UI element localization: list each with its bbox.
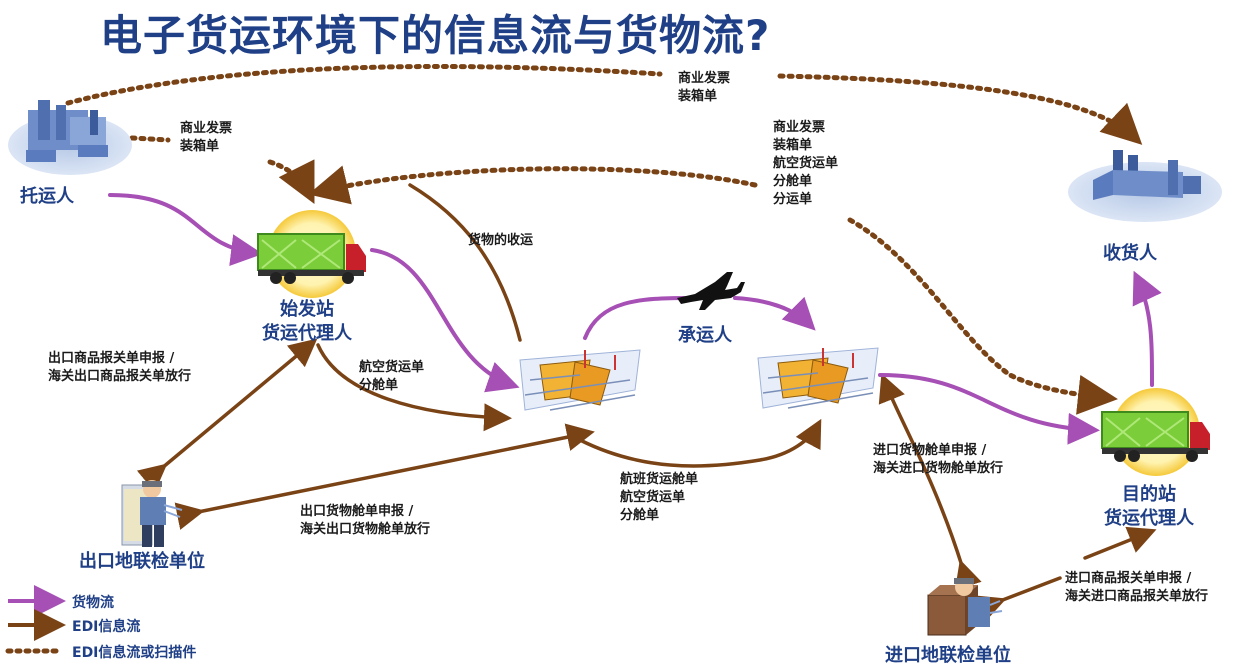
label-export-declare: 出口商品报关单申报 / 海关出口商品报关单放行 [48,350,191,386]
dotted-to-dest [847,217,1118,415]
node-carrier: 承运人 [678,325,732,346]
label-line: 海关出口货物舱单放行 [300,522,431,537]
label-line: 海关进口货物舱单放行 [873,461,1004,476]
legend-edi-scan-flow: EDI信息流或扫描件 [72,645,197,661]
edi-export-to-airport [174,423,595,530]
node-import-inspection: 进口地联检单位 [885,645,1011,666]
edi-origin-to-airport [316,343,512,432]
dotted-carrier-to-origin [308,165,758,205]
label-line: 商业发票 [180,121,233,136]
label-line: 航班货运舱单 [620,472,699,487]
node-export-inspection: 出口地联检单位 [79,551,205,572]
edi-receipt [408,183,522,342]
node-origin-agent-line2: 货运代理人 [262,323,352,344]
goods-airport-to-carrier [583,296,692,340]
label-shipper-docs: 商业发票 装箱单 [180,120,232,156]
edi-import-to-airport [878,373,982,591]
node-dest-agent: 目的站 货运代理人 [1104,483,1194,531]
factory-icon [1068,150,1222,222]
legend-swatches [5,585,66,654]
label-import-cargo-manifest: 进口货物舱单申报 / 海关进口货物舱单放行 [873,442,1003,478]
node-origin-agent-line1: 始发站 [280,299,334,320]
dotted-shipper-to-consignee-tail [777,73,1143,145]
label-carrier-docs: 商业发票 装箱单 航空货运单 分舱单 分运单 [773,119,838,209]
node-shipper: 托运人 [20,186,74,207]
label-flight-manifest: 航班货运舱单 航空货运单 分舱单 [620,471,698,525]
legend-goods-flow: 货物流 [72,595,114,611]
label-awb-manifest: 航空货运单 分舱单 [359,359,424,395]
edi-scan-flow [65,63,1143,415]
node-consignee: 收货人 [1103,243,1157,264]
label-line: 分运单 [773,192,813,207]
airport-icon [519,349,641,411]
label-line: 航空货运单 [773,156,839,171]
goods-flow [108,193,1162,445]
label-import-declare: 进口商品报关单申报 / 海关进口商品报关单放行 [1065,570,1208,606]
goods-airport-to-dest [878,373,1100,445]
inspector-icon [121,480,183,547]
label-line: 分舱单 [620,508,660,523]
edi-dest-link [1083,526,1157,560]
legend-edi-flow: EDI信息流 [72,619,141,635]
inspector-icon [927,578,1003,636]
dotted-shipper-to-consignee [65,63,663,106]
label-line: 装箱单 [180,139,220,154]
label-line: 进口货物舱单申报 / [873,443,987,458]
truck-icon [1101,388,1210,476]
airplane-icon [677,272,745,310]
label-export-cargo-manifest: 出口货物舱单申报 / 海关出口货物舱单放行 [300,503,430,539]
label-line: 海关进口商品报关单放行 [1065,589,1209,604]
label-line: 装箱单 [773,138,813,153]
label-top-docs: 商业发票 装箱单 [678,70,730,106]
goods-origin-to-airport [370,248,520,393]
label-line: 航空货运单 [620,490,686,505]
label-line: 分舱单 [773,174,813,189]
edi-flow [136,183,1157,622]
edi-airport-to-airport [578,418,822,468]
dotted-shipper-to-origin [129,135,171,143]
node-origin-agent: 始发站 货运代理人 [262,298,352,346]
label-line: 商业发票 [773,120,826,135]
page-title: 电子货运环境下的信息流与货物流? [100,11,771,60]
label-receipt: 货物的收运 [468,233,534,248]
truck-icon [257,210,366,298]
label-line: 商业发票 [678,71,731,86]
edi-import-to-dest [975,576,1062,622]
airport-icon [757,347,879,409]
label-line: 海关出口商品报关单放行 [48,369,192,384]
dotted-origin-receipt [267,159,315,204]
label-line: 出口货物舱单申报 / [300,504,414,519]
label-line: 装箱单 [678,89,718,104]
label-line: 分舱单 [359,378,399,393]
goods-dest-to-consignee [1132,270,1162,387]
label-line: 出口商品报关单申报 / [48,351,175,366]
node-dest-agent-line1: 目的站 [1122,484,1176,505]
goods-carrier-to-airport [733,296,816,331]
factory-icon [8,100,132,175]
goods-shipper-to-origin [108,193,263,266]
label-line: 航空货运单 [359,360,425,375]
node-dest-agent-line2: 货运代理人 [1104,508,1194,529]
label-line: 进口商品报关单申报 / [1065,571,1192,586]
